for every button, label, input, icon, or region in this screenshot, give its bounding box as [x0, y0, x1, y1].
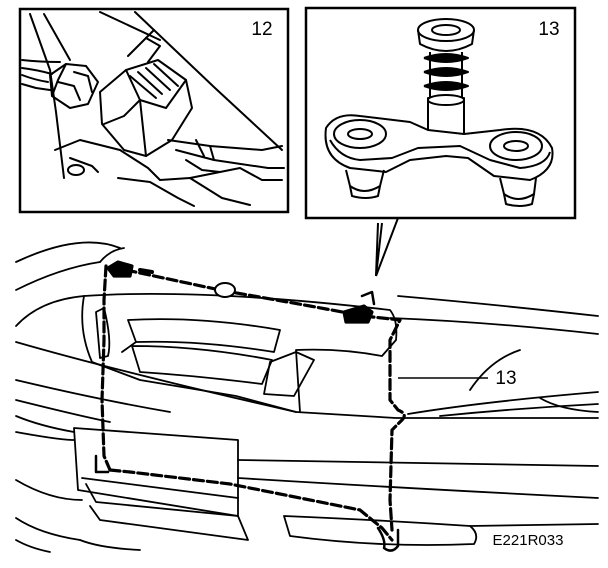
panel-number-12: 12 [251, 19, 272, 40]
grommet-mount-illustration [324, 18, 554, 207]
callout-label-13: 13 [495, 368, 516, 389]
wiring-harness [94, 260, 406, 552]
panel-number-13: 13 [538, 19, 559, 40]
inset-panel-13: 13 [304, 6, 577, 220]
callout-13: 13 [398, 368, 517, 389]
figure-code: E221R033 [493, 532, 564, 549]
bumper-illustration [15, 241, 599, 553]
inset-panel-12: 12 [18, 7, 290, 214]
detail-pointer [375, 217, 399, 277]
connector-illustration [21, 11, 285, 207]
